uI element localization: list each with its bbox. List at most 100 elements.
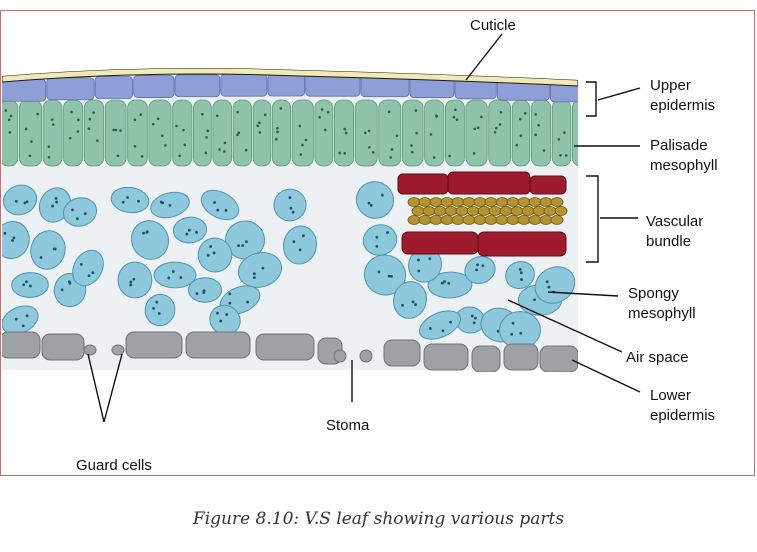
stoma-guard-cell (359, 349, 373, 363)
guard-cell (83, 344, 97, 356)
vascular-bracket (586, 175, 599, 263)
xylem-cell (451, 215, 465, 225)
spongy-chloroplast (71, 208, 74, 212)
chloroplast (88, 117, 92, 121)
chloroplast (515, 143, 519, 147)
chloroplast (415, 131, 418, 135)
chloroplast (432, 156, 436, 159)
spongy-chloroplast (52, 247, 56, 251)
chloroplast (320, 108, 324, 111)
spongy-chloroplast (142, 231, 145, 235)
chloroplast (133, 145, 137, 148)
spongy-chloroplast (228, 301, 232, 305)
spongy-label-line2: mesophyll (628, 305, 696, 322)
spongy-chloroplast (443, 280, 446, 284)
chloroplast (68, 136, 72, 140)
phloem-cell-upper (529, 175, 567, 195)
chloroplast (389, 156, 392, 159)
spongy-chloroplast (129, 280, 133, 284)
chloroplast (518, 117, 522, 121)
spongy-cell (282, 225, 318, 265)
spongy-chloroplast (121, 200, 125, 204)
chloroplast (244, 148, 248, 152)
spongy-chloroplast (3, 231, 7, 235)
chloroplast (237, 131, 241, 135)
xylem-cell (422, 206, 436, 216)
chloroplast (414, 109, 418, 112)
upper-epidermis-pointer (597, 87, 641, 101)
spongy-chloroplast (298, 248, 302, 252)
chloroplast (323, 128, 327, 132)
spongy-chloroplast (12, 236, 16, 240)
xylem-cell (543, 206, 557, 216)
spongy-chloroplast (202, 291, 206, 294)
spongy-chloroplast (375, 244, 379, 248)
spongy-chloroplast (411, 300, 415, 304)
stoma-label: Stoma (326, 417, 370, 434)
spongy-chloroplast (25, 280, 28, 284)
spongy-chloroplast (470, 314, 474, 318)
chloroplast (368, 146, 371, 149)
spongy-chloroplast (428, 257, 432, 261)
chloroplast (344, 131, 348, 135)
xylem-cell (433, 206, 447, 216)
spongy-chloroplast (60, 288, 64, 292)
palisade-cell (401, 99, 424, 167)
chloroplast (223, 150, 226, 153)
xylem-cell (550, 197, 564, 207)
xylem-cell (484, 197, 498, 207)
palisade-cell (148, 99, 172, 167)
palisade-cell (63, 99, 84, 167)
spongy-chloroplast (289, 206, 293, 210)
xylem-cell (506, 197, 520, 207)
xylem-cell (462, 215, 476, 225)
chloroplast (455, 118, 459, 121)
upper-epidermis-cell (220, 73, 268, 97)
spongy-chloroplast (224, 209, 228, 212)
spongy-chloroplast (252, 276, 256, 280)
chloroplast (223, 141, 227, 145)
palisade-cell (291, 99, 314, 167)
chloroplast (343, 152, 347, 155)
spongy-chloroplast (291, 210, 295, 214)
spongy-chloroplast (39, 256, 43, 259)
xylem-cell (517, 197, 531, 207)
chloroplast (183, 143, 186, 147)
chloroplast (236, 110, 239, 114)
chloroplast (156, 117, 160, 121)
spongy-chloroplast (55, 200, 59, 204)
stoma-guard-cell (333, 349, 347, 363)
chloroplast (435, 115, 438, 118)
leaf-section-diagram: Cuticle Upper epidermis Palisade mesophy… (2, 17, 718, 474)
palisade-cell (271, 99, 292, 167)
palisade-cell (252, 99, 272, 167)
spongy-chloroplast (496, 329, 500, 333)
spongy-cell (72, 249, 104, 287)
spongy-mesophyll-layer (2, 181, 576, 349)
chloroplast (164, 144, 167, 147)
xylem-cell (429, 197, 443, 207)
spongy-chloroplast (167, 276, 171, 280)
lower-epidermis-cell (125, 331, 183, 359)
spongy-cell (153, 261, 197, 289)
xylem-cell (510, 206, 524, 216)
spongy-chloroplast (237, 244, 240, 248)
palisade-cell (445, 99, 465, 167)
chloroplast (534, 113, 537, 116)
xylem-cell (517, 215, 531, 225)
chloroplast (589, 121, 592, 124)
xylem-cell (539, 215, 553, 225)
chloroplast (363, 131, 367, 135)
upper-epidermis-cell (267, 73, 306, 97)
spongy-label-line1: Spongy (628, 285, 679, 302)
chloroplast (275, 126, 279, 130)
spongy-cell (237, 252, 283, 288)
xylem-cell (444, 206, 458, 216)
spongy-chloroplast (179, 276, 183, 279)
chloroplast (28, 154, 32, 158)
palisade-cell (104, 99, 127, 167)
chloroplast (371, 150, 375, 154)
spongy-chloroplast (11, 239, 14, 242)
spongy-chloroplast (417, 258, 420, 262)
spongy-chloroplast (545, 280, 549, 284)
